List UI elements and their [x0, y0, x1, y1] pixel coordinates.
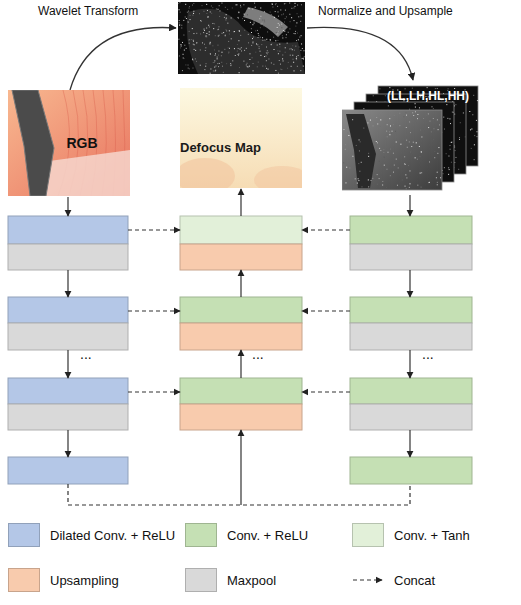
legend-item: Upsampling: [8, 568, 119, 592]
image-label: (LL,LH,HL,HH): [378, 89, 478, 103]
legend-swatch: [8, 568, 40, 592]
dilated-conv-block: [8, 297, 128, 323]
maxpool-block: [350, 404, 472, 430]
legend-item: Maxpool: [185, 568, 276, 592]
color-swatch: [9, 569, 40, 592]
legend-text: Conv. + ReLU: [227, 528, 308, 543]
wavelet-bands: (LL,LH,HL,HH): [342, 80, 484, 194]
legend-item: Concat: [352, 568, 435, 592]
conv-tanh-block: [180, 216, 302, 244]
concat-arrow: [302, 391, 350, 392]
ellipsis-mark: ...: [80, 346, 92, 363]
flow-arrow: [409, 350, 410, 378]
legend-item: Conv. + ReLU: [185, 523, 308, 547]
flow-arrow: [240, 270, 241, 297]
image-label: Defocus Map: [180, 140, 261, 156]
flow-arrow: [240, 189, 241, 216]
flow-arrow: [67, 430, 68, 457]
legend-swatch: [8, 523, 40, 547]
flow-arrow: [409, 195, 410, 216]
flow-arrow: [67, 197, 68, 216]
rgb-image: [8, 90, 130, 196]
color-swatch: [186, 524, 217, 547]
rgb-input: RGB: [8, 90, 130, 196]
maxpool-block: [8, 323, 128, 350]
conv-block: [180, 378, 302, 404]
maxpool-block: [350, 244, 472, 270]
dilated-conv-block: [8, 457, 128, 484]
legend-swatch: [185, 523, 217, 547]
conv-block: [350, 216, 472, 244]
image-label: RGB: [66, 135, 97, 152]
concat-arrow: [302, 229, 350, 230]
legend-item: Conv. + Tanh: [352, 523, 470, 547]
legend-swatch: [352, 568, 384, 592]
concat-arrow: [128, 310, 180, 311]
node-picture: [180, 88, 302, 188]
upsampling-block: [180, 244, 302, 270]
concat-line: [68, 484, 410, 505]
conv-block: [350, 378, 472, 404]
defocus-output: Defocus Map: [180, 88, 302, 188]
maxpool-block: [8, 404, 128, 430]
flow-arrow: [67, 350, 68, 378]
flow-arrow: [409, 270, 410, 297]
instrument-shape: [12, 90, 54, 196]
color-swatch: [186, 569, 217, 592]
concat-arrow: [128, 229, 180, 230]
legend-item: Dilated Conv. + ReLU: [8, 523, 175, 547]
conv-block: [180, 297, 302, 323]
dilated-conv-block: [8, 378, 128, 404]
concat-arrow: [128, 391, 180, 392]
defocus-blob: [254, 166, 302, 188]
legend-text: Dilated Conv. + ReLU: [50, 528, 175, 543]
dashed-arrow-sample: [353, 579, 382, 580]
flow-arrow: [409, 430, 410, 457]
step-label: Normalize and Upsample: [318, 4, 453, 18]
flow-arrow: [240, 350, 241, 378]
legend-swatch: [185, 568, 217, 592]
upsample-arrow: [307, 27, 413, 80]
upsampling-block: [180, 323, 302, 350]
flow-arrow: [67, 270, 68, 297]
upsampling-block: [180, 404, 302, 430]
legend-text: Conv. + Tanh: [394, 528, 470, 543]
maxpool-block: [8, 244, 128, 270]
legend-text: Upsampling: [50, 573, 119, 588]
transform-arrow: [70, 28, 176, 90]
defocus-blob: [180, 158, 235, 188]
conv-block: [350, 297, 472, 323]
legend-text: Maxpool: [227, 573, 276, 588]
ellipsis-mark: ...: [252, 346, 264, 363]
ll-band-image: [342, 110, 442, 190]
ellipsis-mark: ...: [422, 346, 434, 363]
flow-arrow: [240, 430, 241, 505]
step-label: Wavelet Transform: [38, 4, 138, 18]
legend-text: Concat: [394, 573, 435, 588]
conv-block: [350, 457, 472, 484]
concat-arrow: [302, 310, 350, 311]
maxpool-block: [350, 323, 472, 350]
color-swatch: [9, 524, 40, 547]
legend-swatch: [352, 523, 384, 547]
dilated-conv-block: [8, 216, 128, 244]
wavelet-image: [178, 2, 305, 74]
color-swatch: [353, 524, 384, 547]
